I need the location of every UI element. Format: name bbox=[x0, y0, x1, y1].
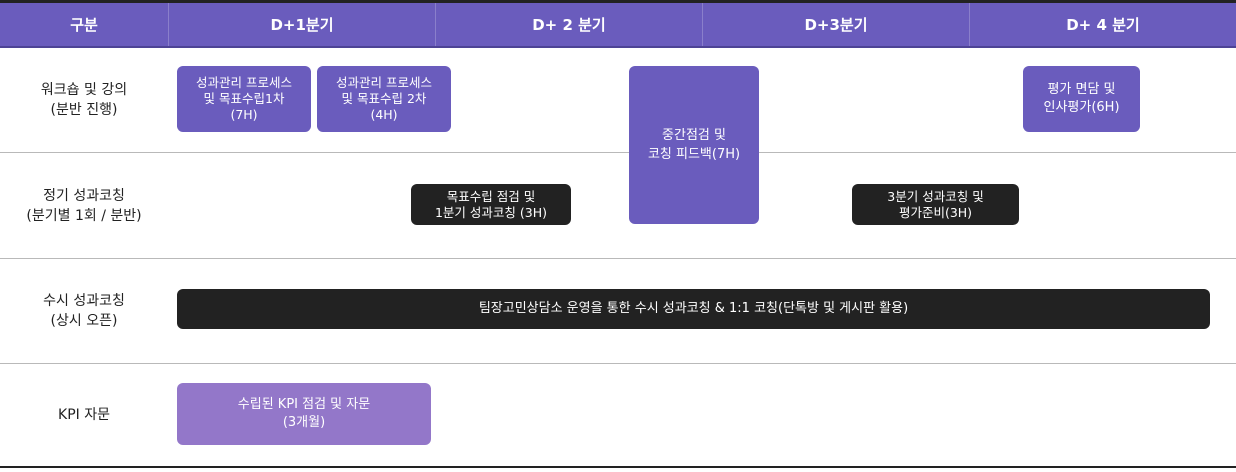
row-label-regular-coaching: 정기 성과코칭 (분기별 1회 / 분반) bbox=[26, 187, 142, 224]
top-rule bbox=[0, 0, 1236, 3]
workshop-2-box: 성과관리 프로세스 및 목표수립 2차 (4H) bbox=[317, 66, 451, 132]
row-divider bbox=[0, 258, 1236, 259]
header-quarter-2: D+ 2 분기 bbox=[435, 3, 702, 46]
row-label-workshop: 워크숍 및 강의 (분반 진행) bbox=[40, 82, 128, 118]
row-divider bbox=[0, 152, 1236, 153]
header-quarter-4: D+ 4 분기 bbox=[969, 3, 1236, 46]
workshop-1-box: 성과관리 프로세스 및 목표수립1차 (7H) bbox=[177, 66, 311, 132]
row-divider bbox=[0, 363, 1236, 364]
coaching-q1-box: 목표수립 점검 및 1분기 성과코칭 (3H) bbox=[411, 184, 571, 225]
row-label-kpi: KPI 자문 bbox=[58, 407, 110, 423]
row-label-adhoc-coaching: 수시 성과코칭 (상시 오픈) bbox=[43, 293, 125, 329]
kpi-consulting-box: 수립된 KPI 점검 및 자문 (3개월) bbox=[177, 383, 431, 445]
evaluation-box: 평가 면담 및 인사평가(6H) bbox=[1023, 66, 1140, 132]
schedule-header: 구분 D+1분기 D+ 2 분기 D+3분기 D+ 4 분기 bbox=[0, 3, 1236, 46]
midterm-check-box: 중간점검 및 코칭 피드백(7H) bbox=[629, 66, 759, 224]
bottom-rule bbox=[0, 466, 1236, 468]
header-category: 구분 bbox=[70, 16, 98, 34]
header-quarter-1: D+1분기 bbox=[168, 3, 435, 46]
coaching-q3-box: 3분기 성과코칭 및 평가준비(3H) bbox=[852, 184, 1019, 225]
header-underline bbox=[0, 46, 1236, 48]
header-quarter-3: D+3분기 bbox=[702, 3, 969, 46]
adhoc-coaching-bar: 팀장고민상담소 운영을 통한 수시 성과코칭 & 1:1 코칭(단톡방 및 게시… bbox=[177, 289, 1210, 329]
